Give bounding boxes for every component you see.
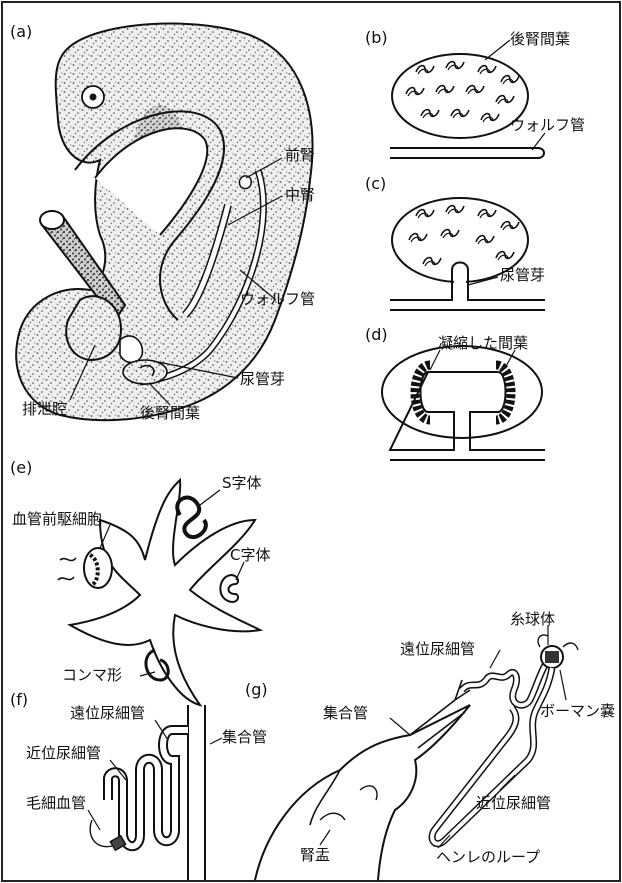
label-capillary: 毛細血管 [26,796,86,811]
metanephric-mesenchyme-shape [123,360,167,384]
metanephric-mesenchyme-oval [392,54,528,138]
label-loop-of-henle: ヘンレのループ [436,850,540,865]
label-wolffian-duct-a: ウォルフ管 [240,292,315,307]
label-metanephric-mesenchyme-b: 後腎間葉 [510,32,570,47]
label-pronephros: 前腎 [285,148,315,163]
panel-f [88,705,222,880]
panel-label-c: (c) [365,176,386,192]
label-bowmans-capsule: ボーマン嚢 [540,704,615,719]
pronephros-shape [239,176,251,189]
wolffian-duct-tube [390,148,544,158]
panel-label-g: (g) [245,682,268,698]
label-distal-tubule-g: 遠位尿細管 [400,642,475,657]
label-collecting-duct-g: 集合管 [323,706,368,721]
label-vascular-precursor: 血管前駆細胞 [12,512,102,527]
panel-c [390,198,545,310]
label-proximal-tubule-f: 近位尿細管 [26,746,101,761]
c-shaped-body [220,575,238,602]
label-renal-pelvis: 腎盂 [300,848,330,863]
label-metanephric-mesenchyme-a: 後腎間葉 [140,406,200,421]
glomerulus-g [538,635,578,668]
vascular-precursor-shape [58,548,112,588]
panel-label-f: (f) [10,692,28,708]
panel-b [390,40,545,158]
mesenchyme-oval [382,346,542,438]
panel-label-e: (e) [10,460,32,476]
panel-label-d: (d) [365,327,388,343]
label-glomerulus: 糸球体 [510,612,555,627]
label-ureteric-bud-c: 尿管芽 [500,268,545,283]
panel-g [255,625,578,880]
panel-label-b: (b) [365,30,388,46]
label-ureteric-bud-a: 尿管芽 [240,372,285,387]
label-collecting-duct-f: 集合管 [222,730,267,745]
label-s-shaped-body: S字体 [222,476,262,491]
label-distal-tubule-f: 遠位尿細管 [70,706,145,721]
label-proximal-tubule-g: 近位尿細管 [476,796,551,811]
label-c-shaped-body: C字体 [230,548,270,563]
panel-a-embryo [16,24,312,421]
label-comma-shaped-body: コンマ形 [62,668,122,683]
panel-d [382,346,545,460]
label-wolffian-duct-b: ウォルフ管 [510,118,585,133]
label-cloaca: 排泄腔 [22,402,67,417]
label-condensed-mesenchyme: 凝縮した間葉 [438,336,528,351]
label-mesonephros: 中腎 [285,188,315,203]
panel-label-a: (a) [10,24,32,40]
